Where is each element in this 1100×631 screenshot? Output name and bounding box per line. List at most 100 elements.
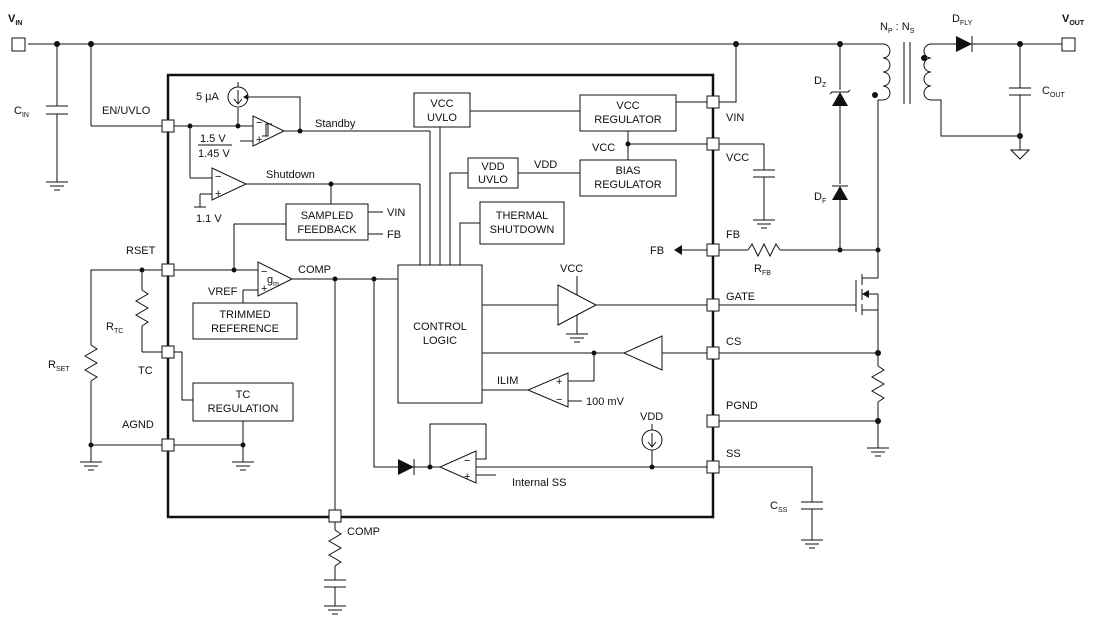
rset-pin-label: RSET xyxy=(126,245,156,257)
comp-network xyxy=(324,279,346,615)
sampled-feedback-line1: SAMPLED xyxy=(301,210,354,222)
tc-regulation-block xyxy=(192,382,294,422)
vout-terminal xyxy=(1061,37,1076,52)
vin-pin-wire xyxy=(719,44,737,103)
sf-vin-label: VIN xyxy=(387,207,405,219)
vcc-capacitor xyxy=(719,143,775,229)
vdd-uvlo-line1: VDD xyxy=(481,161,504,173)
transformer-icon xyxy=(840,42,1020,262)
diode-df-icon xyxy=(832,185,848,250)
svg-text:−: − xyxy=(256,117,262,129)
vdd-net-label: VDD xyxy=(534,159,557,171)
sampled-feedback-block xyxy=(285,203,369,241)
sense-resistor xyxy=(719,350,889,457)
flyback-diode-icon xyxy=(956,36,1062,52)
cs-amplifier-icon xyxy=(482,335,707,382)
svg-text:−: − xyxy=(464,455,470,467)
shutdown-label: Shutdown xyxy=(266,169,315,181)
svg-text:−: − xyxy=(261,266,267,278)
vref-label: VREF xyxy=(208,286,238,298)
soft-start-circuit: − + xyxy=(373,279,707,484)
transformer-ratio-label: NP : NS xyxy=(880,21,915,35)
vdd-uvlo-block xyxy=(467,157,519,189)
df-label: DF xyxy=(814,191,826,205)
css-label: CSS xyxy=(770,500,788,514)
thermal-shutdown-block xyxy=(479,201,565,245)
sf-fb-label: FB xyxy=(387,229,401,241)
output-capacitor xyxy=(1009,44,1031,160)
gate-driver-icon xyxy=(482,276,707,343)
vcc-regulator-line2: REGULATOR xyxy=(594,114,661,126)
rtc-resistor xyxy=(135,270,162,353)
css-capacitor xyxy=(719,466,823,549)
gm-label: gm xyxy=(267,274,279,288)
ilim-comparator-icon: + − xyxy=(482,372,582,408)
en-uvlo-pin-label: EN/UVLO xyxy=(102,105,151,117)
agnd-pin-label: AGND xyxy=(122,419,154,431)
ic-outline xyxy=(166,73,715,519)
vcc-uvlo-block xyxy=(413,92,471,128)
dz-label: DZ xyxy=(814,75,827,89)
control-logic-line1: CONTROL xyxy=(413,321,467,333)
current-source-label: 5 µA xyxy=(196,91,220,103)
svg-text:+: + xyxy=(464,471,470,483)
ilim-ref-label: 100 mV xyxy=(586,396,625,408)
cin-label: CIN xyxy=(14,105,29,119)
vout-label: VOUT xyxy=(1062,13,1085,27)
dfly-label: DFLY xyxy=(952,13,973,27)
tc-pin xyxy=(161,345,175,359)
agnd-pin xyxy=(161,438,175,452)
standby-label: Standby xyxy=(315,118,356,130)
svg-text:−: − xyxy=(215,171,221,183)
en-uvlo-pin xyxy=(161,119,175,133)
vin-pin xyxy=(706,95,720,109)
vcc-pin xyxy=(706,137,720,151)
cs-pin-label: CS xyxy=(726,336,741,348)
threshold-high-label: 1.5 V xyxy=(200,133,226,145)
agnd-ground-icon xyxy=(80,421,254,471)
trimmed-reference-line1: TRIMMED xyxy=(219,309,270,321)
internal-ss-label: Internal SS xyxy=(512,477,566,489)
svg-text:+: + xyxy=(215,188,221,200)
bias-regulator-line1: BIAS xyxy=(615,165,640,177)
comp-pin-label: COMP xyxy=(347,526,380,538)
vcc-uvlo-line1: VCC xyxy=(430,98,453,110)
comp-net-label: COMP xyxy=(298,264,331,276)
threshold-low-label: 1.45 V xyxy=(198,148,230,160)
vcc-uvlo-line2: UVLO xyxy=(427,112,457,124)
control-logic-block xyxy=(397,264,483,404)
vcc-regulator-line1: VCC xyxy=(616,100,639,112)
bias-regulator-line2: REGULATOR xyxy=(594,179,661,191)
vcc-wire xyxy=(627,131,707,145)
ss-pin-label: SS xyxy=(726,448,741,460)
mosfet-icon xyxy=(719,262,879,352)
fb-pin-label: FB xyxy=(726,229,740,241)
pgnd-pin-label: PGND xyxy=(726,400,758,412)
vin-rail xyxy=(28,41,883,47)
cout-label: COUT xyxy=(1042,85,1065,99)
input-capacitor xyxy=(46,44,68,191)
trimmed-reference-line2: REFERENCE xyxy=(211,323,279,335)
comp-pin xyxy=(328,509,342,523)
ref-1v1-label: 1.1 V xyxy=(196,213,222,225)
current-source-5ua-icon xyxy=(227,82,249,108)
vcc-regulator-block xyxy=(579,94,677,132)
vcc-net-label: VCC xyxy=(592,142,615,154)
en-uvlo-internals xyxy=(174,108,253,179)
rfb-resistor xyxy=(719,242,881,258)
thermal-wire xyxy=(459,222,480,265)
sampled-feedback-line2: FEEDBACK xyxy=(297,224,357,236)
gate-pin-label: GATE xyxy=(726,291,755,303)
tc-regulation-line2: REGULATION xyxy=(208,403,279,415)
zener-diode-icon xyxy=(829,44,851,184)
fb-arrow-icon xyxy=(674,245,682,255)
control-logic-line2: LOGIC xyxy=(423,335,457,347)
svg-text:+: + xyxy=(261,283,267,295)
thermal-shutdown-line1: THERMAL xyxy=(496,210,549,222)
rset-label: RSET xyxy=(48,359,70,373)
ilim-label: ILIM xyxy=(497,375,518,387)
vdd-uvlo-line2: UVLO xyxy=(478,174,508,186)
sf-output-wire xyxy=(233,223,286,270)
vin-terminal xyxy=(11,37,26,52)
